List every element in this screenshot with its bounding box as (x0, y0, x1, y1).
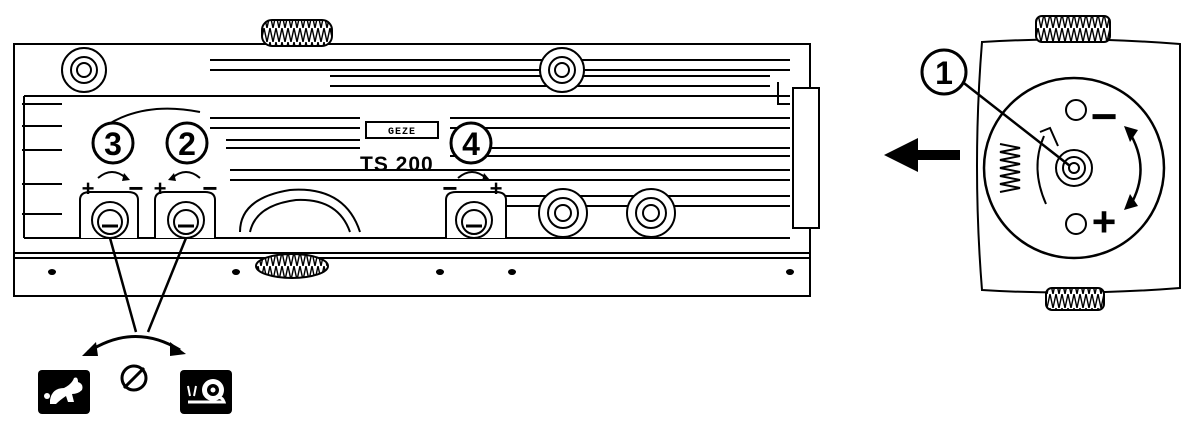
valve-2 (154, 191, 216, 239)
svg-text:4: 4 (462, 126, 480, 162)
closer-body (13, 43, 820, 297)
brand-plate: GEZE (365, 121, 439, 139)
leader-line (959, 79, 1071, 167)
knurled-wheel-icon (1045, 287, 1105, 311)
svg-text:3: 3 (104, 126, 122, 162)
callout-4: 4 (449, 121, 493, 165)
plus-sign: + (1092, 198, 1117, 245)
valve-3 (79, 191, 139, 239)
minus-sign: − (1091, 90, 1118, 142)
knurled-wheel-icon (1035, 15, 1111, 43)
callout-1: 1 (920, 48, 968, 96)
rotation-arrow-icon (1124, 126, 1142, 210)
brand-label: GEZE (388, 127, 416, 138)
plus-sign: + (154, 176, 167, 201)
leader-lines (108, 237, 188, 333)
rabbit-icon (38, 370, 90, 414)
model-label: TS 200 (360, 153, 434, 176)
callout-3: 3 (91, 121, 135, 165)
snail-icon (180, 370, 232, 414)
valve-4 (445, 191, 507, 239)
plus-sign: + (82, 176, 95, 201)
spring-force-dial (982, 76, 1166, 260)
callout-2: 2 (165, 121, 209, 165)
no-adjust-icon (120, 364, 148, 392)
svg-text:1: 1 (935, 55, 953, 91)
svg-text:2: 2 (178, 126, 196, 162)
knurled-wheel-icon (261, 19, 333, 47)
minus-sign: − (202, 173, 217, 203)
minus-sign: − (442, 173, 457, 203)
minus-sign: − (128, 173, 143, 203)
plus-sign: + (490, 176, 503, 201)
arrow-left-icon (884, 138, 960, 172)
spring-icon (999, 143, 1021, 193)
speed-range-arrow-icon (82, 335, 186, 356)
knurled-wheel-icon (255, 253, 329, 279)
